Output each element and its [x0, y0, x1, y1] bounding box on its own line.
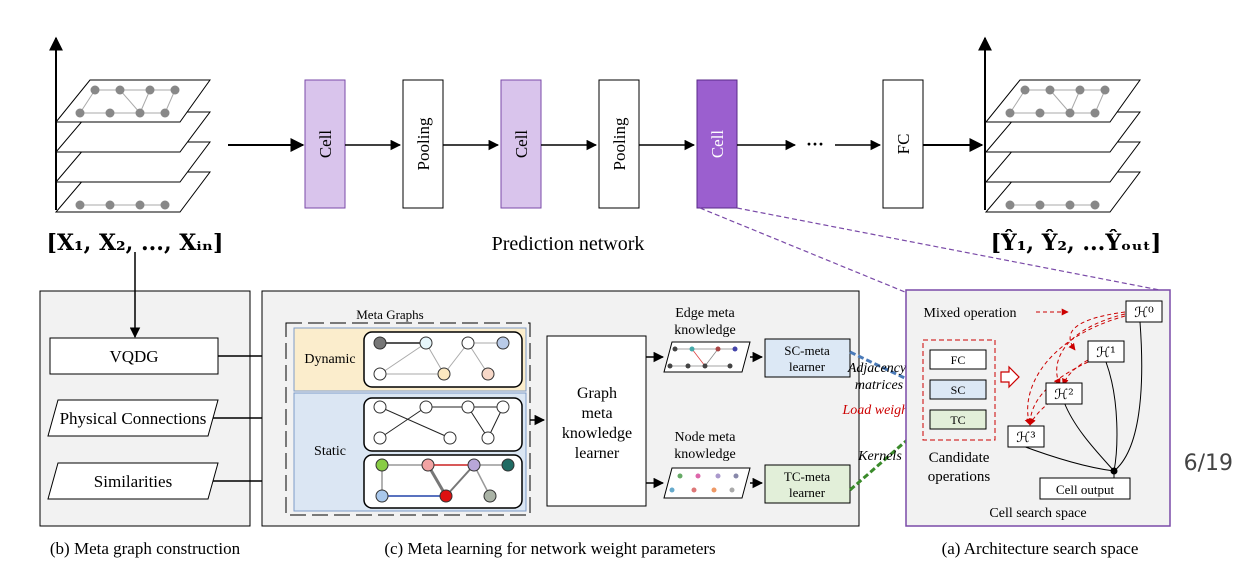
static-label: Static	[314, 444, 346, 459]
node-knowledge-shape	[663, 467, 751, 499]
input-graph-stack	[49, 36, 211, 213]
h0-label: ℋ⁰	[1134, 305, 1154, 321]
cell-output-label: Cell output	[1056, 482, 1115, 497]
tc-meta-learner	[764, 464, 851, 504]
load-weights-label: Load weights	[841, 403, 918, 418]
ellipsis: ···	[806, 134, 824, 154]
learner-line-2: meta	[581, 405, 612, 422]
h3-node	[1007, 425, 1045, 448]
panel-b: VQDG Physical Connections Similarities	[39, 252, 251, 527]
h2-node	[1045, 382, 1083, 405]
panel-a: Mixed operation FC SC TC Candidate opera…	[905, 289, 1171, 527]
zoom-line-right	[736, 207, 1171, 293]
edge-knowledge-line-2: knowledge	[674, 323, 735, 338]
output-label: [Ŷ₁, Ŷ₂, ...Ŷₒᵤₜ]	[991, 229, 1162, 256]
kernels-label: Kernels	[857, 449, 902, 464]
h2-label: ℋ²	[1054, 387, 1073, 403]
pooling-block-1-label: Pooling	[414, 117, 433, 170]
h3-label: ℋ³	[1016, 430, 1035, 446]
pooling-block-2-label: Pooling	[610, 117, 629, 170]
sc-learner-line-2: learner	[789, 359, 826, 374]
cell-block-3-label: Cell	[708, 130, 727, 159]
candidate-fc-label: FC	[951, 353, 966, 367]
fc-block-label: FC	[894, 134, 913, 155]
candidate-tc	[929, 409, 987, 430]
candidate-sc-label: SC	[951, 383, 966, 397]
cell-block-2	[500, 79, 542, 209]
zoom-line-left	[699, 207, 906, 293]
candidate-line-2: operations	[928, 469, 991, 485]
pooling-block-1	[402, 79, 444, 209]
panel-b-caption: (b) Meta graph construction	[50, 539, 241, 558]
adjacency-line-1: Adjacency	[847, 361, 907, 376]
pooling-block-2	[598, 79, 640, 209]
h0-node	[1125, 300, 1163, 323]
input-label: [X₁, X₂, ..., Xᵢₙ]	[47, 230, 224, 256]
similarities-label: Similarities	[94, 472, 172, 491]
vqdg-box	[49, 337, 219, 375]
meta-graphs-title: Meta Graphs	[356, 307, 424, 322]
sc-learner-line-1: SC-meta	[784, 343, 830, 358]
mixed-operation-label: Mixed operation	[924, 306, 1017, 321]
candidate-sc	[929, 379, 987, 400]
learner-line-1: Graph	[577, 385, 617, 402]
dynamic-label: Dynamic	[304, 352, 355, 367]
fc-block	[882, 79, 924, 209]
cell-block-1-label: Cell	[316, 130, 335, 159]
cell-block-1	[304, 79, 346, 209]
panel-a-caption: (a) Architecture search space	[942, 539, 1139, 558]
tc-learner-line-2: learner	[789, 485, 826, 500]
similarities-box	[47, 462, 219, 500]
learner-line-4: learner	[575, 445, 620, 462]
panel-c-caption: (c) Meta learning for network weight par…	[384, 539, 715, 558]
candidate-fc	[929, 349, 987, 370]
candidate-tc-label: TC	[950, 413, 965, 427]
cell-search-space-title: Cell search space	[989, 506, 1086, 521]
vqdg-label: VQDG	[109, 347, 158, 366]
hollow-arrow	[1000, 365, 1020, 389]
h1-node	[1087, 340, 1125, 363]
output-graph-stack	[978, 36, 1141, 213]
candidate-line-1: Candidate	[929, 450, 990, 466]
learner-line-3: knowledge	[562, 425, 632, 442]
page-number: 6/19	[1184, 451, 1233, 476]
edge-knowledge-line-1: Edge meta	[675, 306, 735, 321]
node-knowledge-line-2: knowledge	[674, 447, 735, 462]
h1-label: ℋ¹	[1096, 345, 1115, 361]
panel-c: Meta Graphs Dynamic Static	[261, 290, 860, 527]
cell-block-3	[696, 79, 738, 209]
prediction-network-label: Prediction network	[492, 233, 645, 255]
node-knowledge-line-1: Node meta	[674, 430, 736, 445]
static-graph-similarity	[363, 454, 523, 509]
tc-learner-line-1: TC-meta	[784, 469, 830, 484]
adjacency-line-2: matrices	[855, 378, 904, 393]
prediction-network: Cell Pooling Cell Pooling Cell ··· FC	[304, 79, 984, 209]
candidate-frame	[922, 339, 996, 441]
physical-connections-box	[47, 399, 219, 437]
graph-meta-learner	[546, 335, 647, 507]
cell-block-2-label: Cell	[512, 130, 531, 159]
physical-connections-label: Physical Connections	[60, 409, 207, 428]
meta-graphs-frame	[285, 322, 531, 516]
cell-output-box	[1039, 477, 1131, 500]
sc-meta-learner	[764, 338, 851, 378]
